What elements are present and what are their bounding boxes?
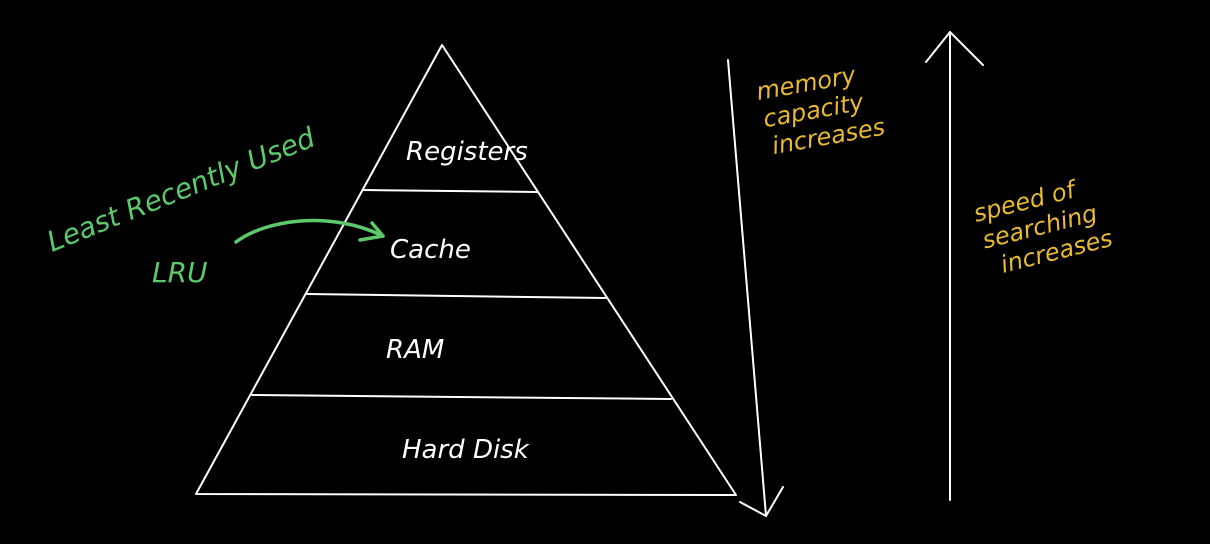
- level-label-cache: Cache: [390, 235, 471, 265]
- level-label-ram: RAM: [386, 335, 444, 365]
- divider-ram-harddisk: [251, 394, 672, 400]
- divider-registers-cache: [362, 189, 539, 193]
- up-arrow-head-icon: [925, 31, 984, 66]
- divider-cache-ram: [306, 293, 607, 299]
- down-arrow-shaft: [727, 59, 767, 517]
- level-label-hard-disk: Hard Disk: [402, 435, 530, 465]
- down-arrow-head-icon: [739, 486, 784, 517]
- up-arrow: [925, 31, 984, 501]
- lru-arrow-curve: [234, 218, 385, 244]
- lru-abbrev-label: LRU: [152, 256, 208, 289]
- pyramid: [195, 44, 737, 496]
- lru-arrow-head-icon: [358, 221, 385, 242]
- level-label-registers: Registers: [406, 137, 528, 167]
- pyramid-outline: [195, 44, 737, 496]
- down-arrow: [727, 59, 784, 517]
